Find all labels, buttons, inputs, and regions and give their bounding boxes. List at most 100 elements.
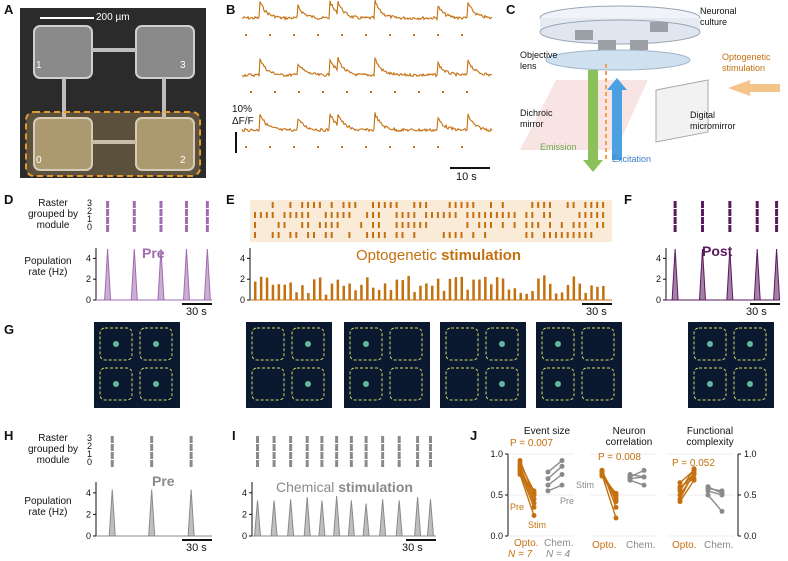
- g-cell-2-0: [363, 341, 369, 347]
- e-raster-21-1: [377, 212, 380, 218]
- e-bar-22: [383, 283, 387, 300]
- panel-b-traces: [241, 0, 493, 148]
- e-raster-16-0: [348, 202, 351, 208]
- d-rate-label-1: Population: [24, 256, 72, 267]
- e-raster-44-2: [513, 222, 516, 228]
- e-raster-9-0: [307, 202, 310, 208]
- e-bar-1: [259, 276, 263, 300]
- e-raster-24-0: [395, 202, 398, 208]
- panel-letter-f: F: [624, 192, 632, 207]
- chart-i-raster-7-0: [364, 436, 368, 443]
- b-event-2-5: [365, 146, 367, 148]
- b-event-0-5: [365, 34, 367, 36]
- e-raster-21-2: [377, 222, 380, 228]
- e-raster-54-0: [572, 202, 575, 208]
- e-bar-15: [342, 285, 345, 300]
- e-raster-48-0: [537, 202, 540, 208]
- e-raster-16-3: [348, 232, 351, 238]
- h-raster-label-2: grouped by: [27, 444, 79, 455]
- e-raster-50-1: [549, 212, 551, 218]
- e-raster-54-3: [572, 232, 575, 238]
- e-bar-35: [460, 276, 463, 300]
- i-scale-label: 30 s: [402, 542, 423, 554]
- g-module-1-3: [291, 367, 325, 401]
- j-opto-pre-0-6: [517, 472, 523, 477]
- e-raster-18-2: [360, 222, 363, 228]
- e-raster-56-0: [584, 202, 587, 208]
- e-raster-20-0: [372, 202, 374, 208]
- j-ytick-label-2-1: 0.5: [744, 490, 757, 500]
- j-title-2: Functional complexity: [686, 426, 734, 448]
- e-raster-24-1: [395, 212, 398, 218]
- j-chem-stim-1-1: [641, 467, 647, 473]
- chart-f-raster-0-2: [673, 217, 677, 224]
- e-raster-59-1: [602, 212, 605, 218]
- e-ytick-label-2: 4: [240, 253, 245, 263]
- j-opto-line-2-6: [679, 473, 695, 489]
- e-raster-36-0: [466, 202, 469, 208]
- j-pval-0: P = 0.007: [510, 438, 553, 449]
- chart-f-raster-2-2: [728, 217, 732, 224]
- chart-i-rate-line: [252, 496, 436, 537]
- b-event-1-4: [346, 91, 348, 93]
- b-event-0-7: [413, 34, 415, 36]
- j-chem-line-1-1: [629, 469, 645, 478]
- g-module-0-0: [99, 327, 133, 361]
- chart-f-ytick-label-0: 0: [656, 295, 661, 305]
- e-bar-23: [389, 290, 393, 300]
- f-title: Post: [702, 243, 733, 259]
- e-bar-29: [425, 283, 428, 300]
- chart-i-ytick-label-1: 2: [242, 509, 247, 519]
- chart-i-raster-0-3: [256, 460, 260, 467]
- j-title-1: Neuron correlation: [605, 426, 653, 448]
- chart-d-ytick-label-1: 2: [86, 274, 91, 284]
- chart-d-raster-3-2: [184, 217, 188, 224]
- e-raster-9-2: [307, 222, 310, 228]
- g-cell-0-0: [113, 341, 119, 347]
- g-image-0: [94, 322, 180, 408]
- chart-f-raster-4-0: [775, 201, 779, 208]
- b-event-0-3: [317, 34, 319, 36]
- j-opto-stim-0-5: [531, 504, 537, 510]
- panel-letter-g: G: [4, 322, 15, 337]
- chart-f-raster-2-3: [728, 225, 732, 232]
- panel-f-chart: 024: [656, 201, 781, 305]
- e-bar-38: [478, 279, 481, 300]
- e-raster-26-2: [407, 222, 410, 228]
- e-raster-58-1: [596, 212, 599, 218]
- chart-i-raster-10-3: [416, 460, 420, 467]
- e-raster-13-2: [330, 222, 333, 228]
- e-raster-10-0: [313, 202, 315, 208]
- chart-d-raster-0-2: [106, 217, 110, 224]
- j-x-opto-0: Opto.: [514, 538, 539, 549]
- e-bar-48: [537, 278, 540, 300]
- j-opto-pre-2-4: [677, 499, 683, 505]
- e-raster-7-1: [295, 212, 298, 218]
- j-chem-stim-0-0: [559, 458, 565, 464]
- j-opto-line-0-5: [519, 471, 535, 508]
- e-raster-48-2: [537, 222, 540, 228]
- chart-i-raster-2-1: [289, 444, 293, 451]
- j-opto-pre-2-5: [677, 480, 683, 486]
- chart-i-raster-1-3: [272, 460, 276, 467]
- e-raster-21-0: [377, 202, 380, 208]
- chart-f-raster-2-1: [728, 209, 732, 216]
- g-module-3-3: [485, 367, 519, 401]
- b-event-0-4: [341, 34, 343, 36]
- e-raster-41-1: [495, 212, 498, 218]
- chart-i-raster-2-0: [289, 436, 293, 443]
- e-raster-55-1: [578, 212, 581, 218]
- e-raster-9-1: [307, 212, 310, 218]
- e-raster-35-0: [460, 202, 463, 208]
- c-label-dmd: Digital micromirror: [690, 110, 736, 131]
- e-raster-7-3: [295, 232, 298, 238]
- e-raster-29-1: [425, 212, 428, 218]
- e-raster-30-1: [431, 212, 433, 218]
- chart-d-raster-1-3: [132, 225, 136, 232]
- h-rate-label-2: rate (Hz): [28, 507, 68, 518]
- j-chem-pre-0-0: [545, 469, 551, 475]
- e-bar-20: [372, 287, 375, 300]
- g-cell-3-1: [499, 341, 505, 347]
- b-event-0-6: [389, 34, 391, 36]
- e-scale-label: 30 s: [586, 306, 607, 318]
